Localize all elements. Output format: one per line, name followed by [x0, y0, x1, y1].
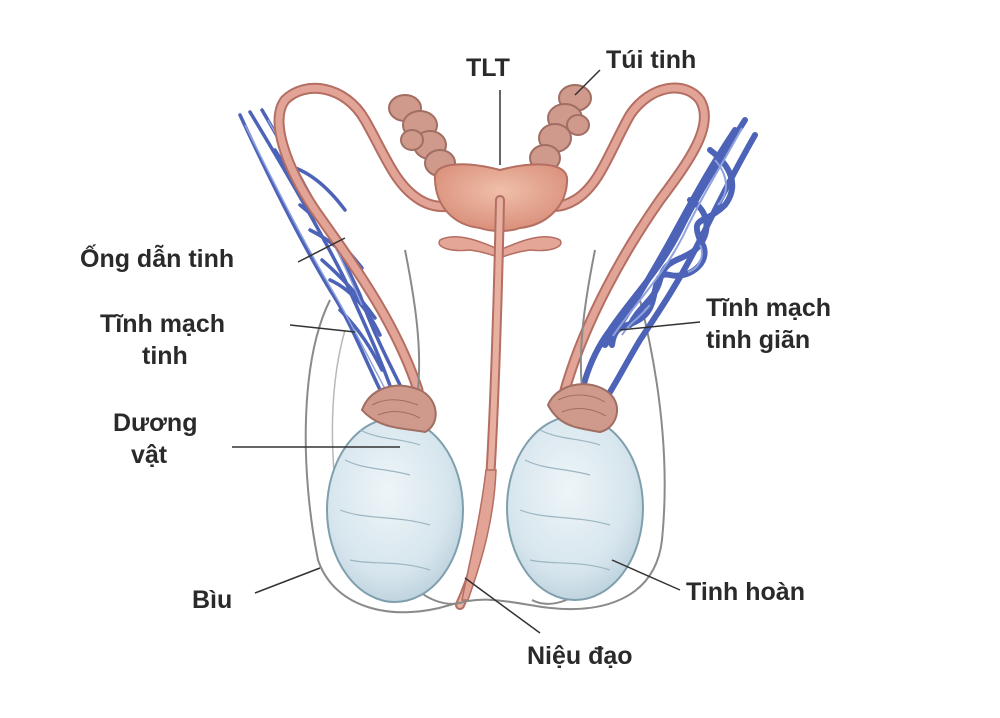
leader-biu: [254, 567, 321, 594]
label-duong-vat: Dương vật: [113, 407, 197, 471]
leader-tui-tinh: [574, 69, 601, 96]
right-testis: [506, 415, 644, 601]
label-tinh-mach-tinh-line2: tinh: [142, 342, 188, 370]
label-ong-dan-tinh: Ống dẫn tinh: [80, 245, 235, 273]
leader-tinh-hoan: [611, 559, 681, 591]
left-epididymis: [360, 384, 437, 434]
leader-tinh-mach-gian: [619, 321, 701, 331]
label-duong-vat-line1: Dương: [113, 409, 198, 437]
label-biu: Bìu: [192, 586, 233, 614]
label-tlt: TLT: [466, 54, 510, 82]
right-veins: [577, 117, 758, 403]
label-tinh-mach-gian: Tĩnh mạch tinh giãn: [706, 292, 831, 356]
leader-nieu-dao: [464, 577, 541, 634]
label-tinh-mach-tinh-line1: Tĩnh mạch: [100, 310, 226, 338]
label-tinh-mach-gian-line1: Tĩnh mạch: [706, 294, 832, 322]
label-duong-vat-line2: vật: [131, 441, 168, 469]
left-seminal-vesicle: [388, 94, 456, 177]
leader-tinh-mach-tinh: [289, 324, 356, 333]
label-tui-tinh: Túi tinh: [606, 46, 697, 74]
right-seminal-vesicle: [529, 84, 592, 172]
label-tinh-mach-tinh: Tĩnh mạch tinh: [100, 308, 225, 372]
label-tinh-hoan: Tinh hoàn: [686, 578, 805, 606]
label-tinh-mach-gian-line2: tinh giãn: [706, 326, 811, 354]
label-nieu-dao: Niệu đạo: [527, 642, 633, 670]
left-testis: [326, 417, 464, 603]
right-veins-light: [612, 127, 743, 337]
leader-lines: [232, 69, 701, 634]
leader-ong-dan-tinh: [297, 237, 346, 263]
